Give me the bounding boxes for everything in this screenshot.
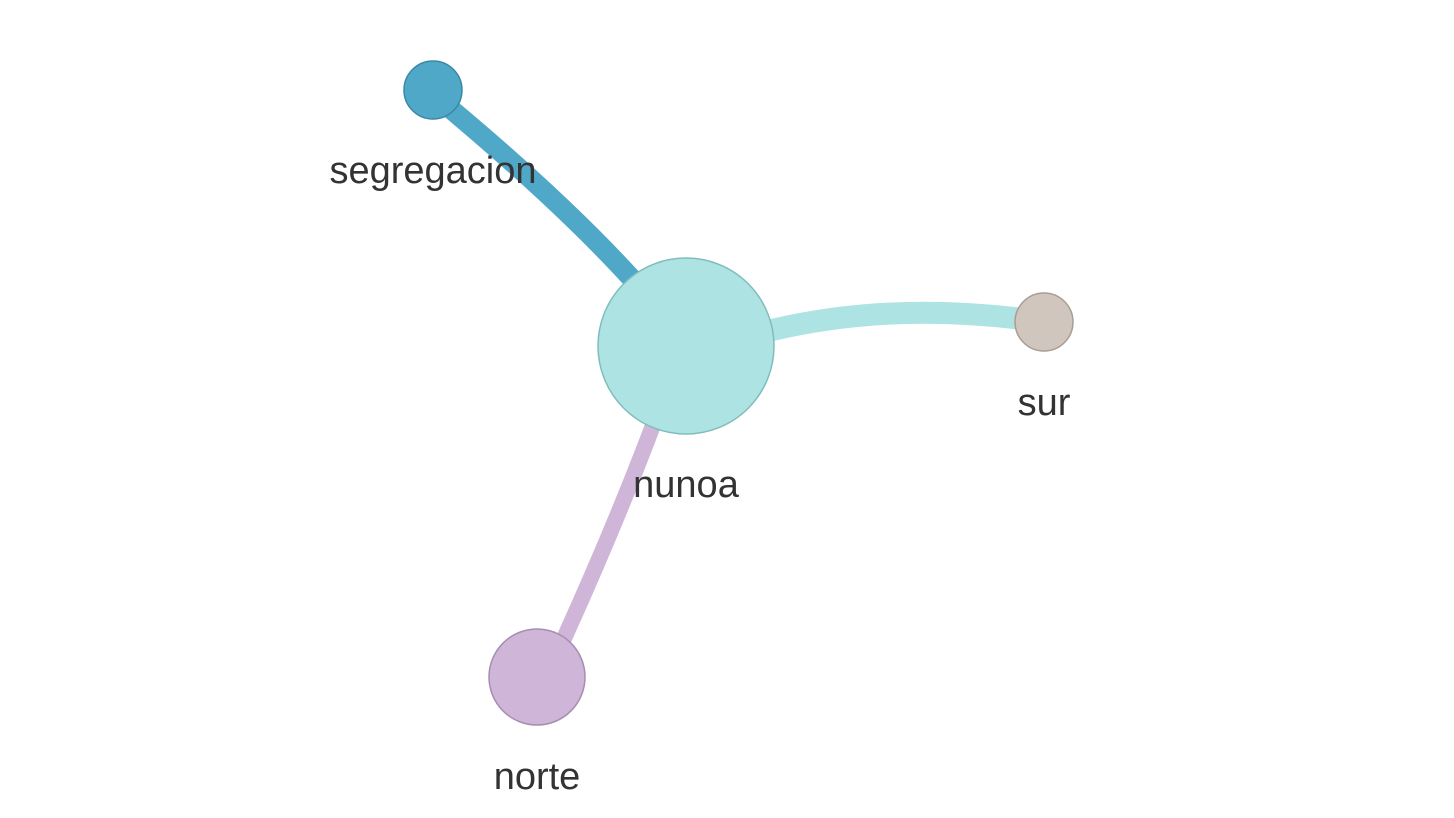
edge-nunoa-segregacion (430, 90, 643, 290)
node-nunoa[interactable] (597, 257, 775, 435)
node-label-segregacion: segregacion (329, 150, 536, 192)
edge-nunoa-sur (761, 301, 1055, 341)
node-sur[interactable] (1014, 292, 1074, 352)
node-label-sur: sur (1018, 382, 1071, 424)
node-label-nunoa: nunoa (633, 464, 740, 506)
node-segregacion[interactable] (403, 60, 463, 120)
labels-layer: segregacion nunoa sur norte (329, 150, 1070, 798)
nodes-layer (403, 60, 1074, 726)
node-label-norte: norte (494, 756, 581, 798)
node-norte[interactable] (488, 628, 586, 726)
